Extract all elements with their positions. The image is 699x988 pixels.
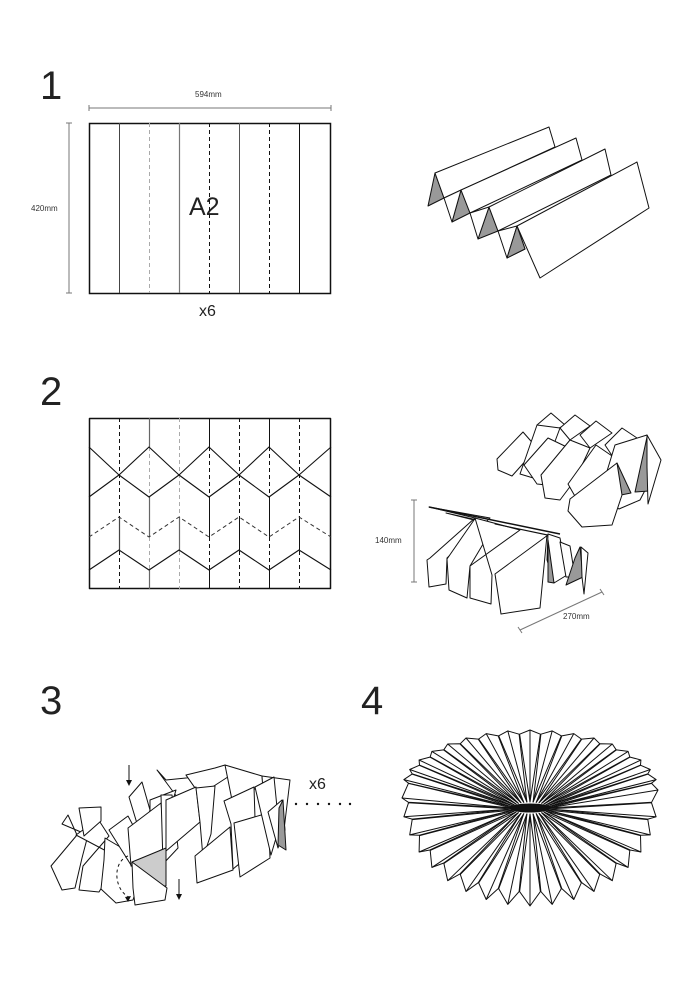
- lamp-petal-crease: [409, 769, 514, 807]
- lamp-petal-crease: [418, 759, 515, 806]
- lamp-petal-crease: [543, 811, 629, 868]
- lamp-petal-crease: [447, 812, 519, 882]
- lamp-petal-crease: [401, 797, 513, 809]
- sheet-size-label: A2: [189, 193, 220, 221]
- lamp-petal-crease: [431, 811, 517, 868]
- module-shadow: [547, 539, 555, 584]
- module-height-label: 140mm: [375, 536, 402, 545]
- lamp-hub: [509, 803, 551, 813]
- lamp-petal-crease: [431, 750, 517, 805]
- fold-shadow: [277, 799, 287, 851]
- lamp-petal-crease: [546, 769, 651, 807]
- lamp-petal-crease: [532, 813, 553, 905]
- lamp-petal-crease: [485, 733, 525, 803]
- lamp-petal-crease: [546, 809, 651, 836]
- pleat-panel: [488, 148, 612, 232]
- mountain-zigzag: [88, 549, 332, 571]
- module-depth-label: 270mm: [563, 612, 590, 621]
- lamp-petal-crease: [418, 810, 515, 853]
- lamp-petal-crease: [485, 813, 525, 900]
- pleat-panel: [516, 161, 650, 279]
- lamp-petal-crease: [541, 812, 613, 882]
- height-dimension-label: 420mm: [31, 204, 58, 213]
- lamp-petal-crease: [545, 759, 642, 806]
- repeat-dots: [294, 802, 352, 806]
- lamp-petal-crease: [538, 812, 595, 892]
- lamp-petal-crease: [507, 730, 528, 803]
- lamp-petal-crease: [541, 743, 613, 804]
- lamp-petal-crease: [543, 750, 629, 805]
- lamp-petal-crease: [465, 812, 522, 892]
- lamp-petal-crease: [535, 813, 575, 900]
- lamp-petal-crease: [547, 789, 659, 809]
- lamp-petal-crease: [507, 813, 528, 905]
- step-2-number: 2: [40, 370, 63, 414]
- lamp-petal-crease: [447, 743, 519, 804]
- step-1-crease-sheet: [66, 105, 332, 295]
- lamp-petal-crease: [403, 779, 513, 808]
- step-4-number: 4: [361, 679, 384, 723]
- step-3-module-assembly: [50, 764, 291, 906]
- pleat-panel: [443, 189, 462, 223]
- lamp-petal-crease: [547, 779, 657, 808]
- step-1-pleated-sheet: [427, 126, 650, 279]
- module-depth-dimension: [519, 591, 603, 631]
- step-2-folded-module-back: [496, 412, 662, 528]
- mountain-zigzag: [88, 474, 332, 498]
- lamp-petal-crease: [409, 809, 514, 836]
- lamp-petal-crease: [535, 733, 575, 803]
- module-multiplier-label: x6: [309, 776, 326, 793]
- lamp-petal-crease: [465, 737, 522, 804]
- valley-zigzag: [88, 516, 332, 538]
- step-2-crease-sheet: [88, 417, 332, 590]
- step-4-finished-lamp: [401, 729, 659, 907]
- width-dimension-label: 594mm: [195, 90, 222, 99]
- lamp-petal-crease: [403, 808, 513, 818]
- pleat-shadow: [506, 225, 526, 259]
- mountain-zigzag: [88, 446, 332, 476]
- lamp-petal-crease: [547, 808, 657, 818]
- step-3-number: 3: [40, 679, 63, 723]
- pleat-panel: [469, 206, 490, 240]
- step-3-arrows: [116, 765, 182, 902]
- step-1-number: 1: [40, 64, 63, 108]
- lamp-petal-crease: [545, 810, 642, 853]
- rotate-arrow-icon: [116, 855, 130, 898]
- lamp-petal-crease: [538, 737, 595, 804]
- sheet-multiplier-label: x6: [199, 303, 216, 320]
- lamp-petal-crease: [532, 730, 553, 803]
- step-2-folded-module-front: [411, 499, 605, 634]
